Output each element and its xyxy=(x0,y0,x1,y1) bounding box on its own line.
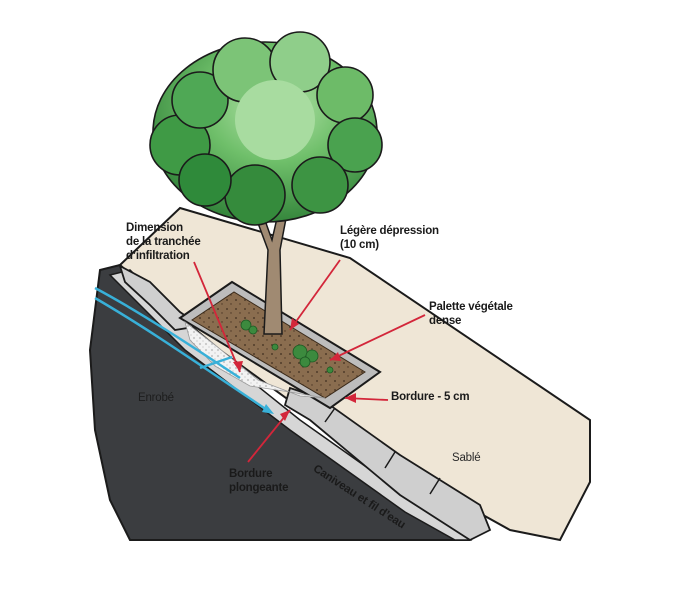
label-palette-vegetale: Palette végétale dense xyxy=(429,301,513,327)
tree-canopy xyxy=(149,31,383,226)
water-arrowhead xyxy=(262,404,274,414)
curb-joints xyxy=(324,407,441,495)
label-bordure-5cm: Bordure - 5 cm xyxy=(391,391,470,403)
arrow-palette xyxy=(329,314,426,361)
pointer-arrows xyxy=(193,259,426,463)
plants xyxy=(240,319,334,374)
label-enrobe: Enrobé xyxy=(138,392,174,404)
arrow-depression xyxy=(289,259,341,331)
arrow-plongeante xyxy=(247,409,291,463)
water-flow xyxy=(94,286,271,414)
arrow-dimension xyxy=(193,261,241,373)
pointer-arrowheads xyxy=(233,318,356,421)
label-sable: Sablé xyxy=(452,452,481,464)
tree-trunk xyxy=(254,203,289,335)
label-bordure-plongeante: Bordure plongeante xyxy=(229,468,289,494)
label-dimension-tranchee: Dimension de la tranchée d’infiltration xyxy=(126,222,201,262)
soil-bed xyxy=(191,291,366,399)
label-legere-depression: Légère dépression (10 cm) xyxy=(340,225,439,251)
